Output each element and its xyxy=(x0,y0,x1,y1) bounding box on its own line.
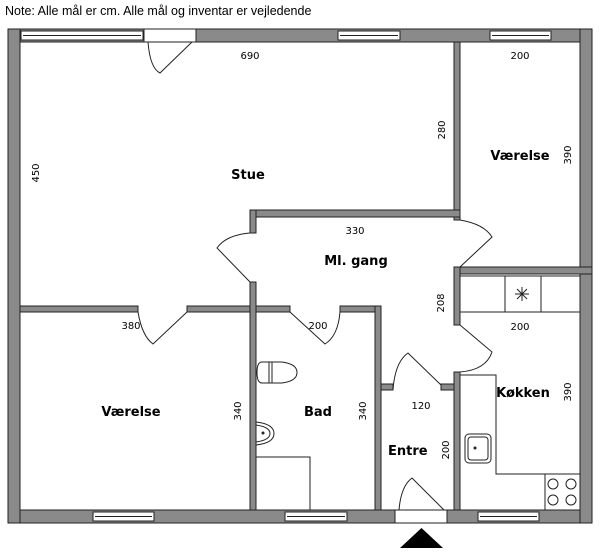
dim-bad-width: 200 xyxy=(308,321,327,332)
dim-bad-height: 340 xyxy=(358,401,369,420)
dim-vaerelse-bottom-height: 340 xyxy=(233,401,244,420)
dim-kokken-height: 390 xyxy=(563,382,574,401)
windows xyxy=(20,30,552,522)
vaerelse-top-door-swing xyxy=(459,219,493,268)
room-label-kokken: Køkken xyxy=(496,386,550,401)
dim-vaerelse-top-height: 390 xyxy=(563,145,574,164)
entre-inner-door-swing xyxy=(392,352,442,391)
kitchen-sink-icon xyxy=(464,433,492,464)
kitchen-counter-side xyxy=(460,374,580,475)
bathroom-sink-icon xyxy=(255,421,275,446)
gang-left-door-swing xyxy=(216,232,251,283)
doors xyxy=(137,28,493,524)
dim-gang-height: 208 xyxy=(436,293,447,312)
room-label-bad: Bad xyxy=(304,405,332,420)
bathroom-fixtures xyxy=(255,361,311,511)
interior-walls xyxy=(19,41,593,511)
dim-stue-width: 690 xyxy=(240,51,259,62)
entrance-arrow-icon xyxy=(400,528,443,548)
bad-door-swing xyxy=(289,311,341,345)
dim-vaerelse-top-width: 200 xyxy=(510,51,529,62)
plan-note: Note: Alle mål er cm. Alle mål og invent… xyxy=(5,4,312,18)
dim-kokken-width: 200 xyxy=(510,322,529,333)
dim-vaerelse-bottom-width: 380 xyxy=(121,321,140,332)
room-label-vaerelse-bottom: Værelse xyxy=(101,405,160,420)
room-label-entre: Entre xyxy=(388,444,428,459)
stove-icon xyxy=(544,473,581,511)
room-label-vaerelse-top: Værelse xyxy=(490,149,549,164)
dim-entre-height: 200 xyxy=(441,440,452,459)
toilet-icon xyxy=(256,361,298,384)
kitchen-fixtures xyxy=(459,275,581,511)
entrance-door-swing xyxy=(398,477,445,511)
dim-stue-partial: 280 xyxy=(437,120,448,139)
room-label-stue: Stue xyxy=(231,168,265,183)
kitchen-counter-top xyxy=(459,275,581,313)
room-label-gang: Ml. gang xyxy=(324,254,388,269)
shower-area xyxy=(255,456,311,511)
balcony-door-swing xyxy=(147,41,193,74)
dim-entre-width: 120 xyxy=(411,401,430,412)
dim-gang-width: 330 xyxy=(345,226,364,237)
kitchen-door-swing xyxy=(459,324,493,373)
entrance-door-opening xyxy=(394,509,448,524)
dim-stue-height: 450 xyxy=(31,163,42,182)
vaerelse-bottom-door-swing xyxy=(137,311,188,345)
balcony-door-opening xyxy=(143,28,197,43)
extractor-icon xyxy=(515,287,529,301)
